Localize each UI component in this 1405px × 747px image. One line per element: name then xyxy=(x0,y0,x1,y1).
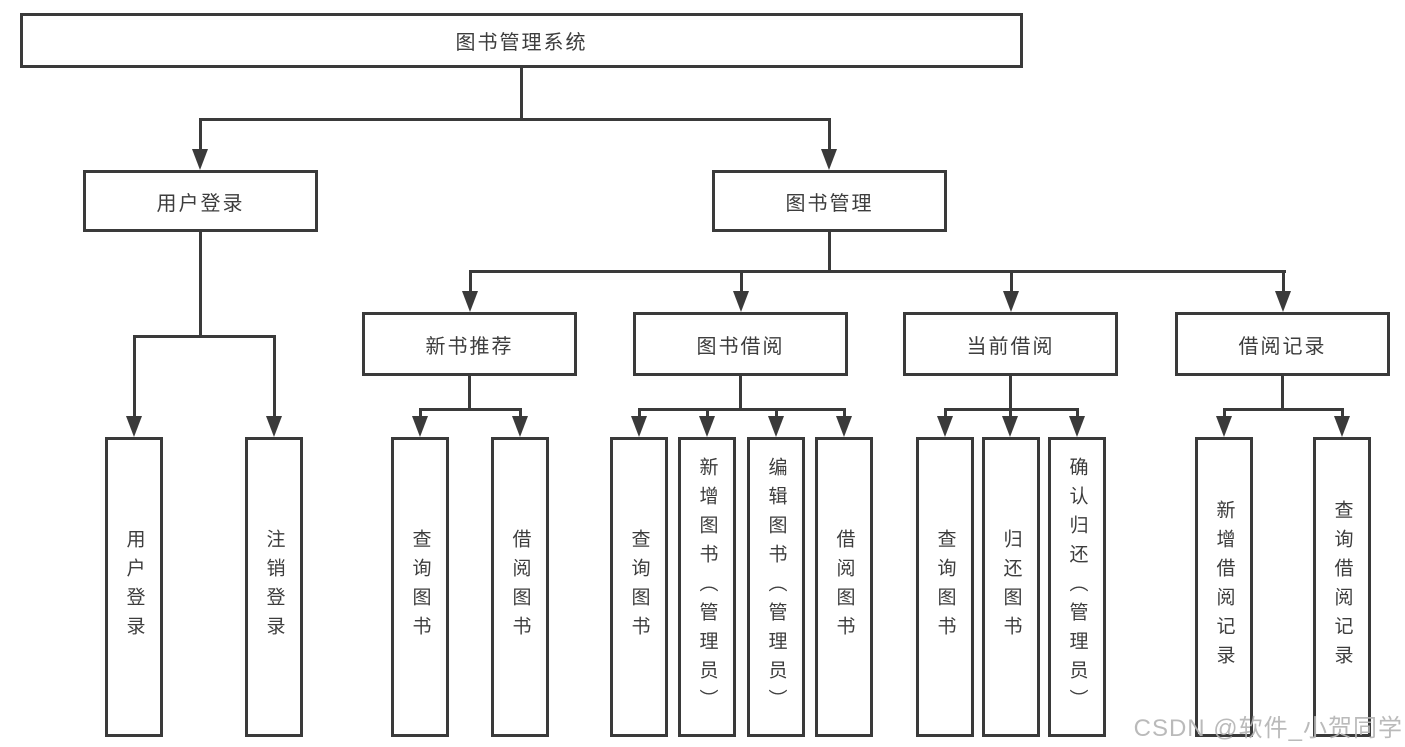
leaf-user-login: 用户登录 xyxy=(105,437,163,737)
leaf-query-books-current: 查询图书 xyxy=(916,437,974,737)
node-borrow-records: 借阅记录 xyxy=(1175,312,1390,376)
arrow-down-icon xyxy=(836,416,852,437)
leaf-confirm-return-admin: 确认归还（管理员） xyxy=(1048,437,1106,737)
connector-line xyxy=(638,408,846,411)
leaf-logout-label: 注销登录 xyxy=(263,529,285,645)
connector-line xyxy=(828,118,831,152)
connector-line xyxy=(1341,408,1344,420)
csdn-watermark: CSDN @软件_小贺同学 xyxy=(1133,715,1403,742)
leaf-query-books-recommend-label: 查询图书 xyxy=(409,529,431,645)
node-book-management: 图书管理 xyxy=(712,170,947,232)
leaf-edit-books-admin-label: 编辑图书（管理员） xyxy=(765,456,787,718)
leaf-query-borrow-record: 查询借阅记录 xyxy=(1313,437,1371,737)
arrow-down-icon xyxy=(1275,291,1291,312)
arrow-down-icon xyxy=(1334,416,1350,437)
arrow-down-icon xyxy=(266,416,282,437)
connector-line xyxy=(828,232,831,270)
node-book-management-label: 图书管理 xyxy=(785,192,874,215)
connector-line xyxy=(273,335,276,418)
arrow-down-icon xyxy=(733,291,749,312)
leaf-borrow-books-recommend: 借阅图书 xyxy=(491,437,549,737)
arrow-down-icon xyxy=(512,416,528,437)
connector-line xyxy=(1223,408,1344,411)
arrow-down-icon xyxy=(699,416,715,437)
connector-line xyxy=(1010,270,1013,294)
arrow-down-icon xyxy=(1003,291,1019,312)
connector-line xyxy=(520,68,523,118)
arrow-down-icon xyxy=(1069,416,1085,437)
arrow-down-icon xyxy=(1002,416,1018,437)
connector-line xyxy=(199,232,202,335)
arrow-down-icon xyxy=(1216,416,1232,437)
arrow-down-icon xyxy=(126,416,142,437)
node-borrow-records-label: 借阅记录 xyxy=(1238,335,1327,358)
leaf-add-books-admin-label: 新增图书（管理员） xyxy=(696,456,718,718)
leaf-query-borrow-record-label: 查询借阅记录 xyxy=(1331,500,1353,674)
node-book-borrow-label: 图书借阅 xyxy=(696,335,785,358)
leaf-confirm-return-admin-label: 确认归还（管理员） xyxy=(1066,456,1088,718)
connector-line xyxy=(469,270,472,294)
connector-line xyxy=(638,408,641,420)
arrow-down-icon xyxy=(937,416,953,437)
leaf-logout: 注销登录 xyxy=(245,437,303,737)
node-book-borrow: 图书借阅 xyxy=(633,312,848,376)
connector-line xyxy=(468,376,471,408)
node-user-login-label: 用户登录 xyxy=(156,192,245,215)
connector-line xyxy=(419,408,522,411)
node-new-book-recommend-label: 新书推荐 xyxy=(425,335,514,358)
node-user-login: 用户登录 xyxy=(83,170,318,232)
connector-line xyxy=(1009,408,1012,420)
arrow-down-icon xyxy=(462,291,478,312)
connector-line xyxy=(944,408,947,420)
node-root-label: 图书管理系统 xyxy=(455,32,588,54)
leaf-query-books-current-label: 查询图书 xyxy=(934,529,956,645)
connector-line xyxy=(1282,270,1285,294)
arrow-down-icon xyxy=(821,149,837,170)
connector-line xyxy=(843,408,846,420)
leaf-query-books-borrow: 查询图书 xyxy=(610,437,668,737)
connector-line xyxy=(519,408,522,420)
connector-line xyxy=(199,118,202,152)
connector-line xyxy=(133,335,275,338)
connector-line xyxy=(133,335,136,418)
node-current-borrow: 当前借阅 xyxy=(903,312,1118,376)
leaf-add-books-admin: 新增图书（管理员） xyxy=(678,437,736,737)
leaf-borrow-books-label: 借阅图书 xyxy=(833,529,855,645)
node-root: 图书管理系统 xyxy=(20,13,1023,68)
node-new-book-recommend: 新书推荐 xyxy=(362,312,577,376)
leaf-borrow-books-recommend-label: 借阅图书 xyxy=(509,529,531,645)
arrow-down-icon xyxy=(192,149,208,170)
leaf-return-books: 归还图书 xyxy=(982,437,1040,737)
connector-line xyxy=(739,376,742,408)
leaf-user-login-label: 用户登录 xyxy=(123,529,145,645)
leaf-add-borrow-record-label: 新增借阅记录 xyxy=(1213,500,1235,674)
connector-line xyxy=(1009,376,1012,408)
connector-line xyxy=(1281,376,1284,408)
leaf-query-books-borrow-label: 查询图书 xyxy=(628,529,650,645)
arrow-down-icon xyxy=(412,416,428,437)
leaf-edit-books-admin: 编辑图书（管理员） xyxy=(747,437,805,737)
node-current-borrow-label: 当前借阅 xyxy=(966,335,1055,358)
arrow-down-icon xyxy=(631,416,647,437)
leaf-return-books-label: 归还图书 xyxy=(1000,529,1022,645)
connector-line xyxy=(1223,408,1226,420)
connector-line xyxy=(419,408,422,420)
connector-line xyxy=(199,118,831,121)
leaf-query-books-recommend: 查询图书 xyxy=(391,437,449,737)
connector-line xyxy=(706,408,709,420)
connector-line xyxy=(469,270,1286,273)
leaf-add-borrow-record: 新增借阅记录 xyxy=(1195,437,1253,737)
connector-line xyxy=(1076,408,1079,420)
connector-line xyxy=(775,408,778,420)
arrow-down-icon xyxy=(768,416,784,437)
leaf-borrow-books: 借阅图书 xyxy=(815,437,873,737)
connector-line xyxy=(740,270,743,294)
